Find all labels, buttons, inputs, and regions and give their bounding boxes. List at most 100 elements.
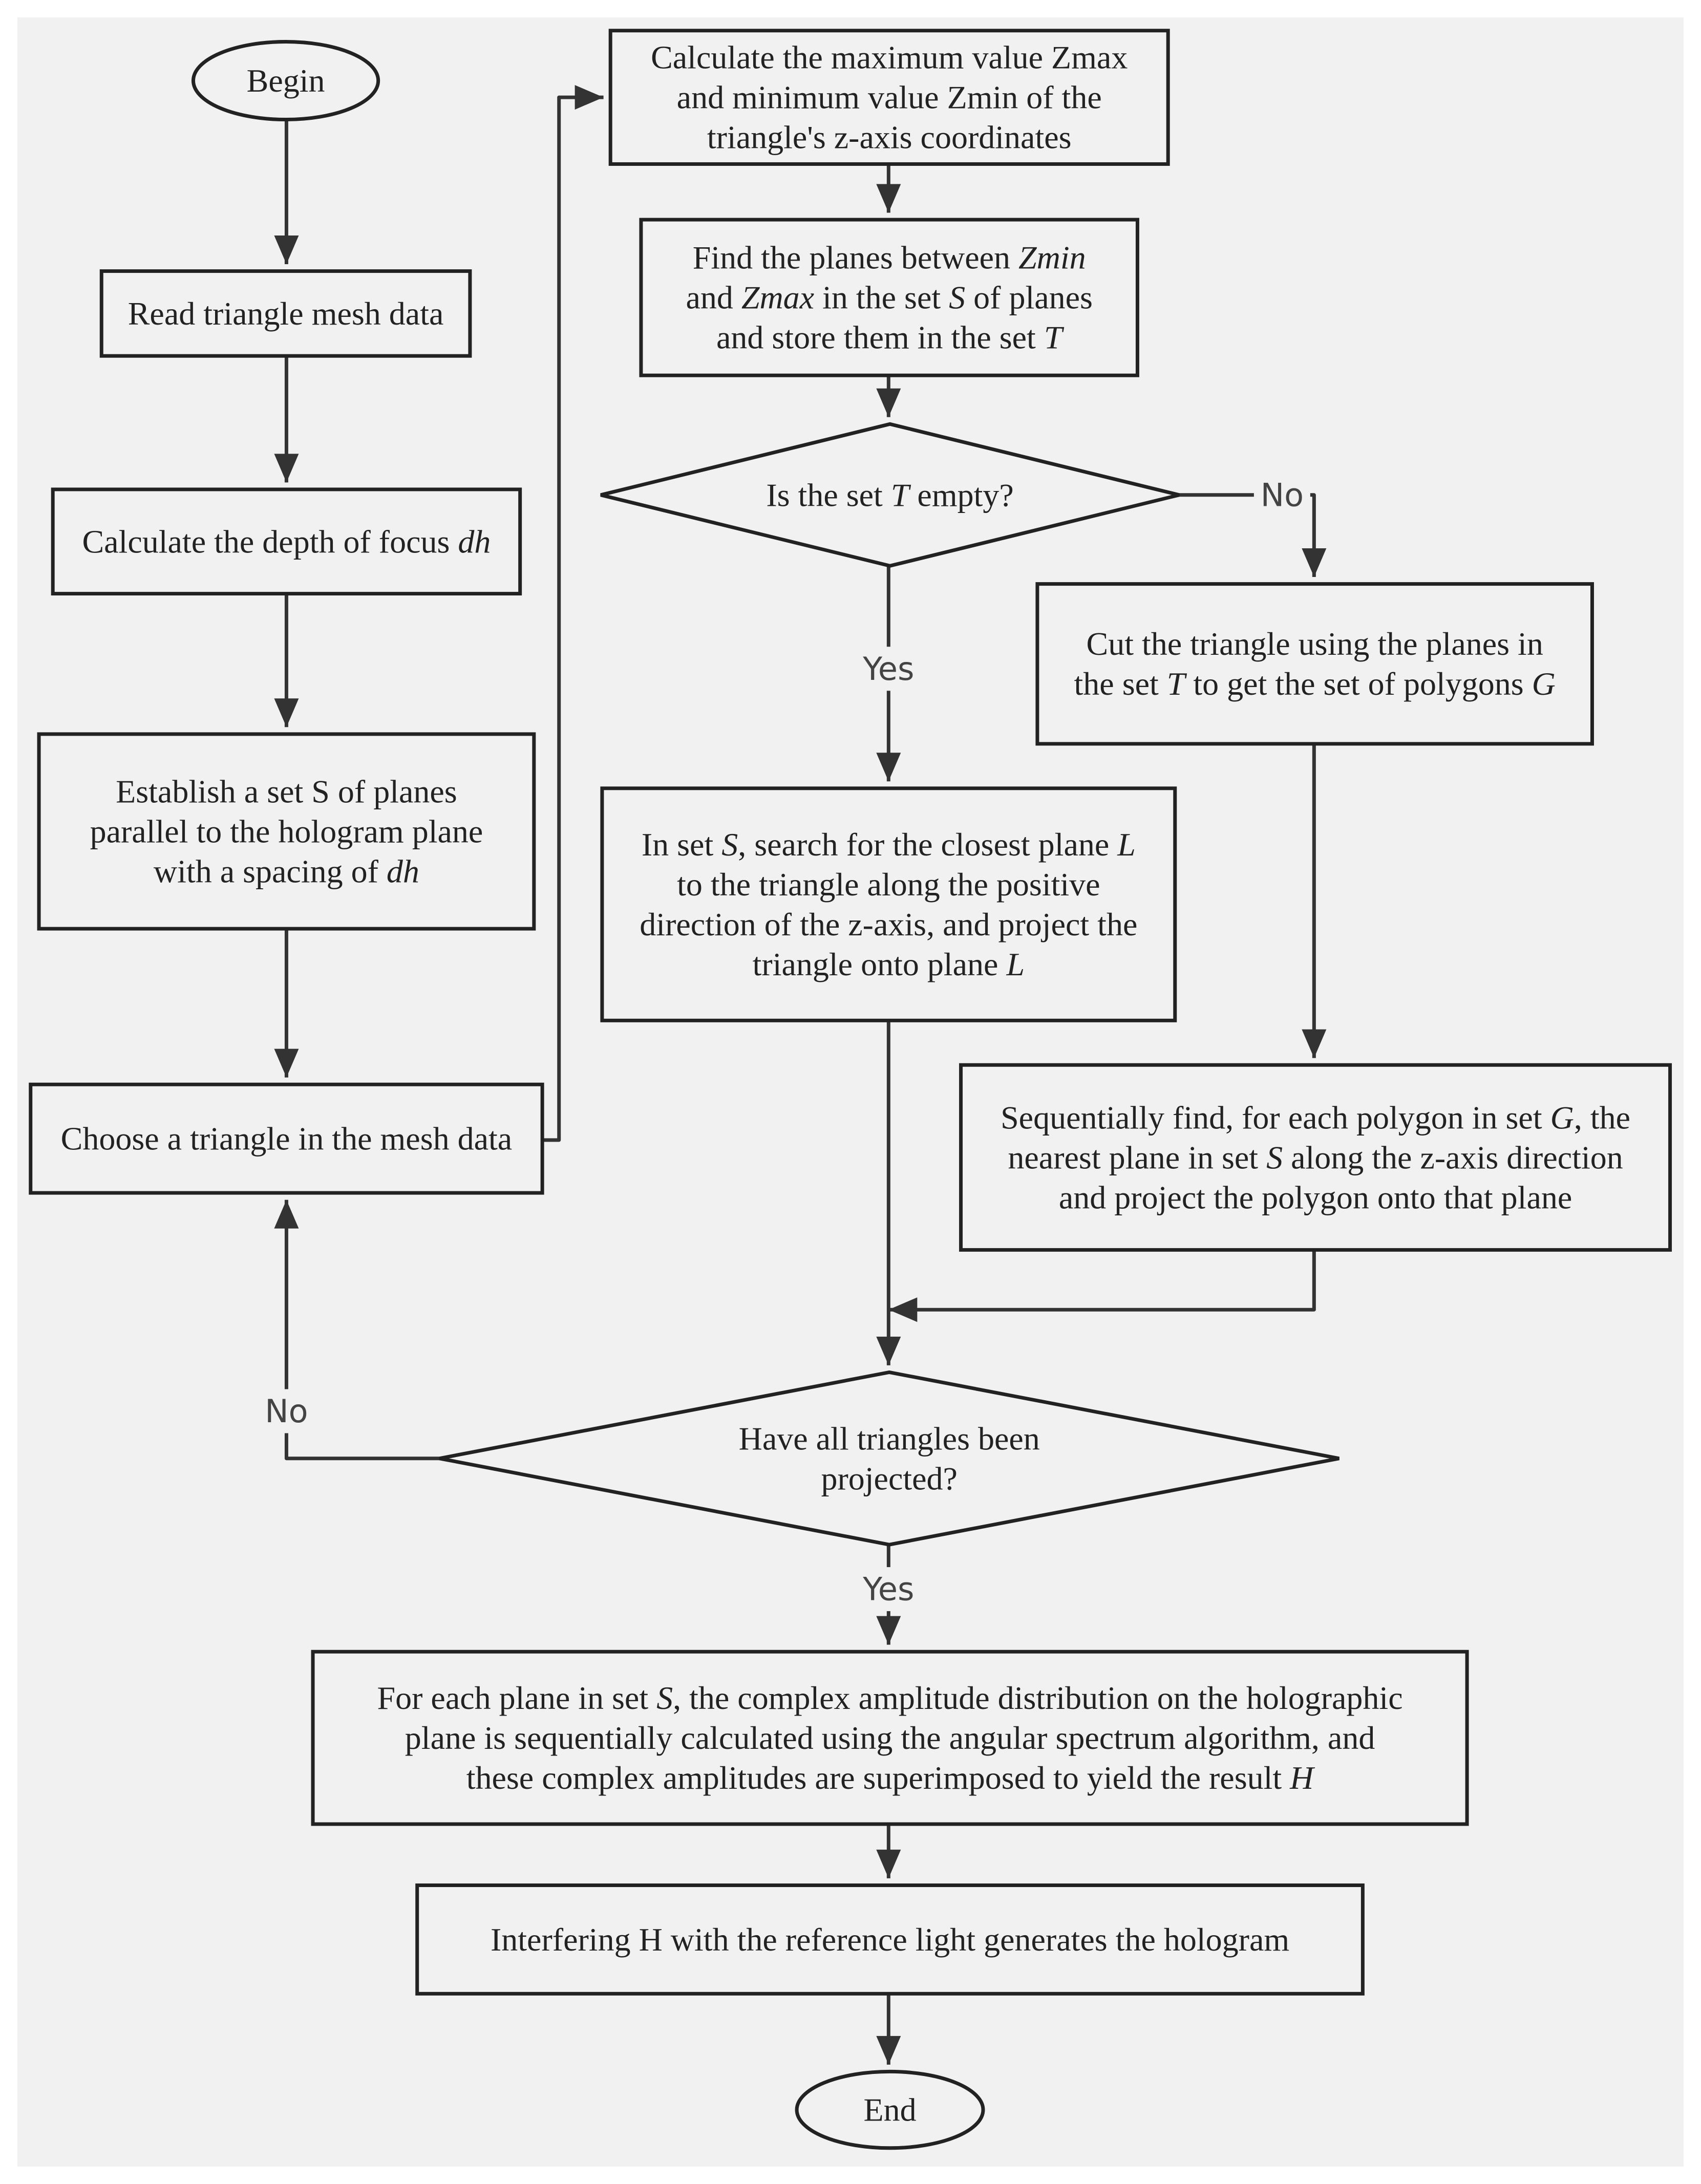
label-segment: direction of the z-axis, and project the: [640, 906, 1137, 943]
node-label-line: these complex amplitudes are superimpose…: [466, 1760, 1315, 1796]
node-label-line: Is the set T empty?: [766, 477, 1013, 513]
node-label-line: with a spacing of dh: [154, 853, 419, 889]
arrowhead: [274, 235, 299, 264]
arrowhead: [575, 85, 604, 110]
process-shape: [1035, 582, 1594, 746]
process-shape: [639, 218, 1139, 377]
label-segment: to get the set of polygons: [1185, 666, 1532, 702]
node-label-line: and project the polygon onto that plane: [1059, 1179, 1572, 1215]
arrowhead: [876, 1849, 901, 1878]
math-symbol: dh: [458, 523, 491, 560]
node-label: Sequentially find, for each polygon in s…: [1001, 1099, 1630, 1215]
arrowhead: [274, 454, 299, 483]
label-segment: plane is sequentially calculated using t…: [405, 1720, 1375, 1756]
math-symbol: G: [1550, 1099, 1574, 1136]
label-segment: triangle's z-axis coordinates: [707, 119, 1072, 156]
label-segment: and store them in the set: [716, 319, 1044, 356]
label-segment: empty?: [909, 477, 1013, 513]
process-shape: [311, 1650, 1469, 1826]
label-segment: End: [864, 2092, 917, 2128]
node-label-line: Calculate the maximum value Zmax: [651, 39, 1128, 76]
label-segment: and project the polygon onto that plane: [1059, 1179, 1572, 1215]
node-label: Is the set T empty?: [766, 477, 1013, 513]
math-symbol: G: [1532, 666, 1556, 702]
node-read-mesh: Read triangle mesh data: [99, 269, 472, 358]
label-segment: Calculate the maximum value Zmax: [651, 39, 1128, 76]
node-label: Calculate the depth of focus dh: [82, 523, 491, 560]
node-calc-depth: Calculate the depth of focus dh: [51, 487, 522, 596]
label-segment: , the complex amplitude distribution on …: [673, 1680, 1402, 1716]
edge-label-yes: Yes: [850, 1567, 927, 1612]
node-choose-triangle: Choose a triangle in the mesh data: [29, 1082, 544, 1195]
label-segment: to the triangle along the positive: [677, 866, 1100, 903]
label-segment: Sequentially find, for each polygon in s…: [1001, 1099, 1550, 1136]
edge-begin-to-read_mesh: [274, 119, 299, 264]
arrowhead: [1302, 1029, 1327, 1058]
label-segment: Read triangle mesh data: [128, 295, 444, 332]
node-label-line: parallel to the hologram plane: [90, 813, 483, 849]
math-symbol: S: [1266, 1139, 1283, 1175]
node-label: Begin: [247, 62, 325, 99]
node-label: In set S, search for the closest plane L…: [640, 826, 1137, 982]
node-label-line: and store them in the set T: [716, 319, 1065, 356]
node-label-line: Calculate the depth of focus dh: [82, 523, 491, 560]
edge-label-text: Yes: [862, 1571, 914, 1608]
node-label-line: Establish a set S of planes: [116, 773, 457, 809]
math-symbol: Zmin: [1018, 240, 1086, 276]
node-label-line: Sequentially find, for each polygon in s…: [1001, 1099, 1630, 1136]
edge-read_mesh-to-calc_depth: [274, 356, 299, 483]
label-segment: and minimum value Zmin of the: [677, 79, 1102, 116]
node-label: Choose a triangle in the mesh data: [61, 1121, 513, 1157]
node-label-line: In set S, search for the closest plane L: [642, 826, 1136, 863]
math-symbol: Zmax: [741, 280, 814, 316]
arrowhead: [274, 1048, 299, 1078]
terminal-shape: [191, 39, 380, 122]
arrowhead: [888, 1297, 918, 1322]
node-label-line: projected?: [821, 1460, 958, 1496]
node-label-line: Have all triangles been: [739, 1420, 1040, 1457]
label-segment: Begin: [247, 62, 325, 99]
edge-complex_amplitude-to-interfering: [876, 1824, 901, 1878]
edge-label-yes: Yes: [850, 647, 927, 691]
arrowhead: [876, 753, 901, 782]
node-label-line: and minimum value Zmin of the: [677, 79, 1102, 116]
edge-label-text: No: [265, 1393, 308, 1430]
decision-shape: [600, 422, 1180, 568]
node-label-line: Choose a triangle in the mesh data: [61, 1121, 513, 1157]
process-shape: [51, 487, 522, 596]
math-symbol: L: [1006, 946, 1025, 982]
label-segment: Cut the triangle using the planes in: [1087, 626, 1543, 662]
edge-label-text: No: [1261, 476, 1304, 513]
node-label: Read triangle mesh data: [128, 295, 444, 332]
node-label-line: plane is sequentially calculated using t…: [405, 1720, 1375, 1756]
process-shape: [959, 1063, 1672, 1252]
decision-shape: [439, 1370, 1339, 1547]
node-label-line: and Zmax in the set S of planes: [686, 280, 1093, 316]
node-label: Cut the triangle using the planes in the …: [1074, 626, 1556, 702]
math-symbol: dh: [387, 853, 419, 889]
process-shape: [415, 1883, 1365, 1996]
arrowhead: [274, 698, 299, 727]
arrowhead: [1302, 548, 1327, 577]
edge-calc_zmax-to-find_planes: [876, 164, 901, 213]
label-segment: Have all triangles been: [739, 1420, 1040, 1457]
math-symbol: T: [891, 477, 911, 513]
math-symbol: H: [1289, 1760, 1315, 1796]
label-segment: Find the planes between: [693, 240, 1018, 276]
label-segment: Interfering H with the reference light g…: [491, 1921, 1289, 1958]
label-segment: For each plane in set: [377, 1680, 657, 1716]
edge-cut_triangle-to-sequential_find: [1302, 743, 1327, 1058]
arrowhead: [876, 1616, 901, 1645]
edge-label-text: Yes: [862, 650, 914, 688]
math-symbol: T: [1044, 319, 1065, 356]
node-label-line: direction of the z-axis, and project the: [640, 906, 1137, 943]
label-segment: parallel to the hologram plane: [90, 813, 483, 849]
node-label-line: to the triangle along the positive: [677, 866, 1100, 903]
label-segment: the set: [1074, 666, 1167, 702]
node-find-planes: Find the planes between Zmin and Zmax in …: [639, 218, 1139, 377]
edge-search_closest-to-all_projected: [876, 1020, 901, 1365]
edge-sequential_find-to-all_projected: [888, 1250, 1316, 1322]
